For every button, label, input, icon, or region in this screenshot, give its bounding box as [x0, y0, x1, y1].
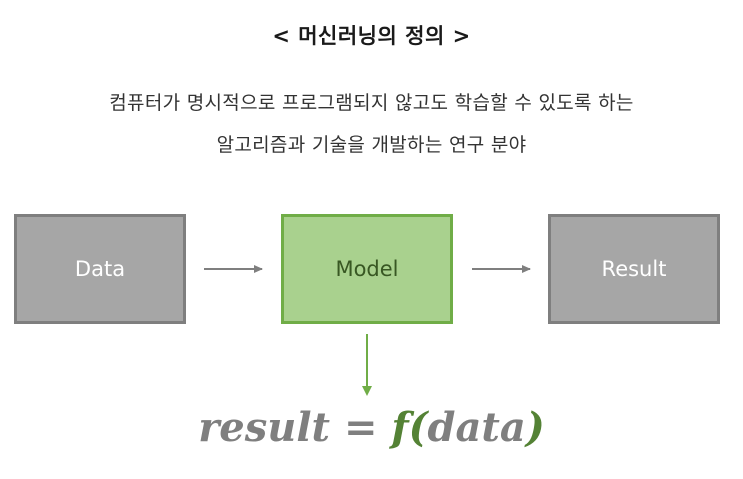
formula-close-paren: ): [525, 404, 545, 451]
definition-line-1: 컴퓨터가 명시적으로 프로그램되지 않고도 학습할 수 있도록 하는: [109, 92, 634, 114]
formula-result: result: [198, 404, 331, 451]
model-node: Model: [281, 214, 453, 324]
formula-argument: data: [427, 404, 526, 451]
formula-equals: =: [330, 404, 392, 451]
model-node-label: Model: [335, 257, 399, 281]
result-node: Result: [548, 214, 720, 324]
diagram-title: < 머신러닝의 정의 >: [272, 24, 471, 48]
formula-function: f: [391, 404, 409, 451]
model-to-formula-arrowhead: [362, 386, 372, 396]
result-formula: result = f(data): [0, 408, 743, 448]
data-node: Data: [14, 214, 186, 324]
result-node-label: Result: [601, 257, 667, 281]
definition-line-2: 알고리즘과 기술을 개발하는 연구 분야: [216, 134, 527, 156]
data-node-label: Data: [74, 257, 126, 281]
formula-open-paren: (: [408, 404, 428, 451]
